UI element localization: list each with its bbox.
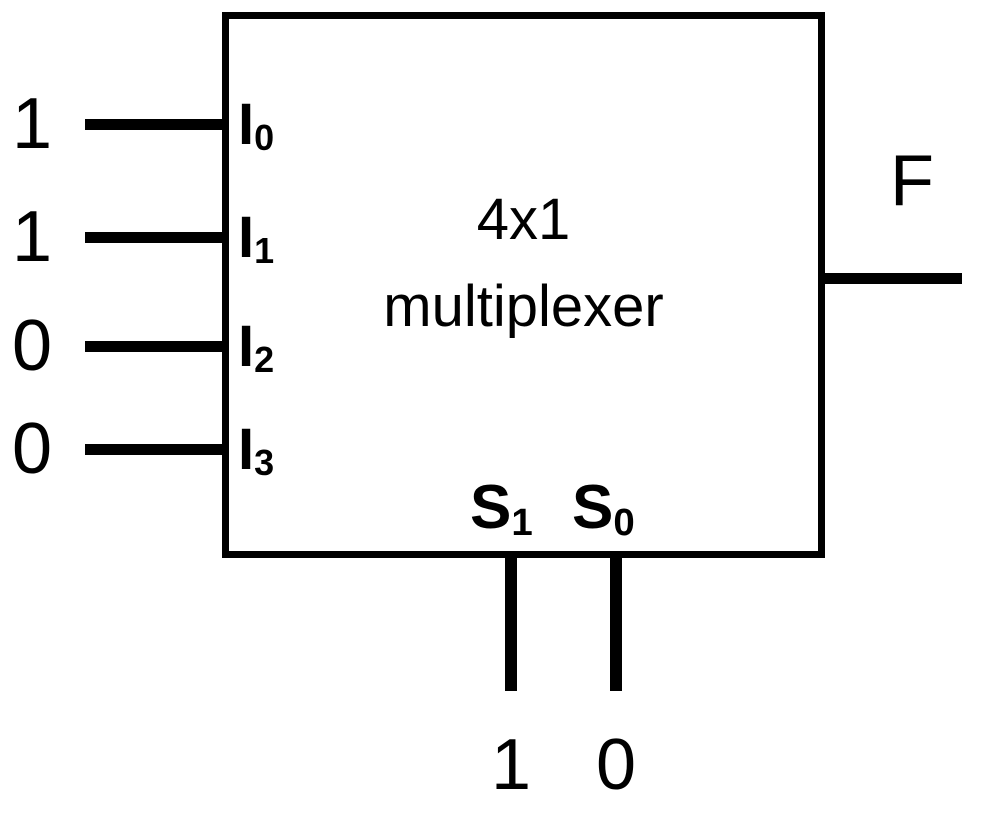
output-label-f: F [890, 141, 934, 221]
port-label-i2: I2 [238, 318, 274, 378]
port-subscript-i0: 0 [254, 117, 275, 159]
port-subscript-i2: 2 [254, 339, 275, 381]
input-value-i1: 1 [11, 197, 53, 277]
select-subscript-s0: 0 [613, 500, 635, 544]
multiplexer-title: 4x1 multiplexer [222, 176, 825, 350]
multiplexer-title-line2: multiplexer [383, 274, 664, 339]
input-value-i0: 1 [11, 84, 53, 164]
select-letter-s1: S [470, 473, 512, 542]
select-subscript-s1: 1 [511, 500, 533, 544]
port-label-i1: I1 [238, 209, 274, 269]
input-wire-i1 [85, 232, 222, 243]
output-wire [825, 273, 962, 284]
input-wire-i0 [85, 119, 222, 130]
select-wire-s1 [505, 551, 517, 691]
port-subscript-i1: 1 [254, 230, 275, 272]
select-letter-s0: S [572, 473, 614, 542]
port-label-i3: I3 [238, 421, 274, 481]
select-label-s0: S0 [572, 477, 635, 542]
port-letter-i2: I [238, 314, 255, 379]
select-wire-s0 [610, 551, 622, 691]
port-label-i0: I0 [238, 96, 274, 156]
input-wire-i2 [85, 341, 222, 352]
port-letter-i3: I [238, 417, 255, 482]
input-wire-i3 [85, 444, 222, 455]
input-value-i2: 0 [11, 306, 53, 386]
port-letter-i0: I [238, 92, 255, 157]
select-value-s0: 0 [595, 725, 637, 805]
select-label-s1: S1 [470, 477, 533, 542]
port-letter-i1: I [238, 205, 255, 270]
multiplexer-box [222, 12, 825, 558]
select-value-s1: 1 [490, 725, 532, 805]
input-value-i3: 0 [11, 409, 53, 489]
multiplexer-title-line1: 4x1 [476, 187, 571, 252]
port-subscript-i3: 3 [254, 442, 275, 484]
